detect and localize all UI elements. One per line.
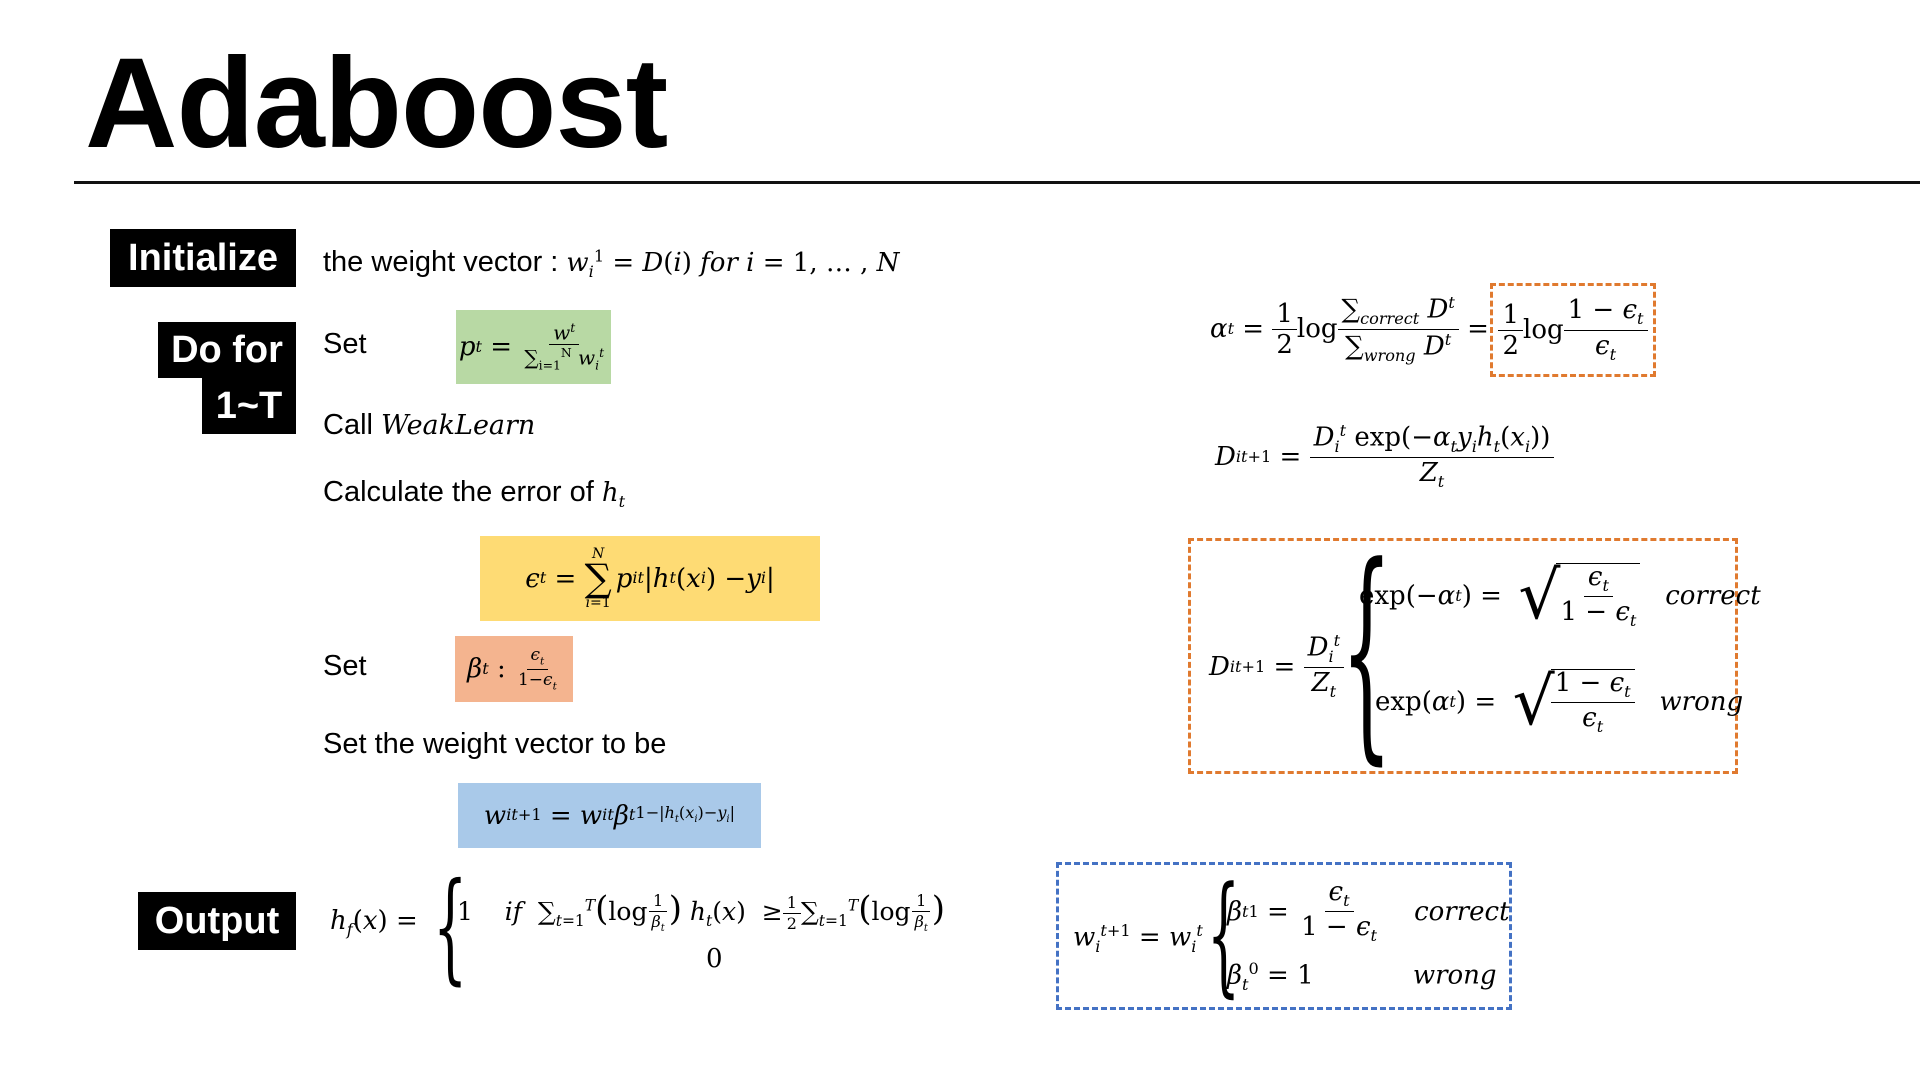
log-word-4: log (1523, 315, 1564, 345)
log-word-1: log (608, 897, 648, 926)
exp-word-3: exp (1375, 687, 1422, 718)
init-line: the weight vector : wi1 = D(i) for i = 1… (323, 248, 899, 280)
init-formula: wi1 = D(i) for i = 1, … , N (566, 246, 900, 282)
output-case-0: 0 (706, 944, 723, 974)
page-title: Adaboost (85, 32, 668, 175)
set-label-2: Set (323, 650, 367, 682)
dofor-tag-line1: Do for (158, 322, 296, 378)
title-divider (74, 181, 1920, 184)
d-cases-brace: { (1341, 518, 1393, 785)
log-word-3: log (1296, 314, 1338, 345)
w-case-wrong: βt0 = 1 wrong (1227, 959, 1497, 994)
exp-word-2: exp (1359, 581, 1406, 612)
initialize-tag: Initialize (110, 229, 296, 287)
output-tag: Output (138, 892, 296, 950)
h-t-symbol: ht (601, 478, 626, 512)
output-brace: { (433, 858, 468, 997)
call-line: Call WeakLearn (323, 411, 535, 440)
if-word: if (504, 897, 522, 926)
log-word-2: log (871, 897, 911, 926)
call-label: Call (323, 409, 373, 441)
exp-word-1: exp (1354, 422, 1402, 453)
dofor-tag-line2: 1~T (202, 378, 296, 434)
output-lhs: hf(x) = (330, 906, 418, 940)
weaklearn-label: WeakLearn (381, 410, 536, 441)
calc-error-line: Calculate the error of ht (323, 478, 625, 510)
correct-word-1: correct (1665, 581, 1761, 612)
correct-word-2: correct (1414, 896, 1510, 927)
set-weight-label: Set the weight vector to be (323, 728, 667, 760)
w-cases-lhs: wit+1 = wit (1073, 921, 1203, 956)
weight-vector-label: the weight vector : (323, 246, 559, 278)
wrong-word-2: wrong (1412, 960, 1497, 991)
set-label-1: Set (323, 328, 367, 360)
w-cases-brace: { (1207, 858, 1241, 1010)
wrong-word-1: wrong (1659, 687, 1744, 718)
calc-error-label: Calculate the error of (323, 476, 594, 508)
